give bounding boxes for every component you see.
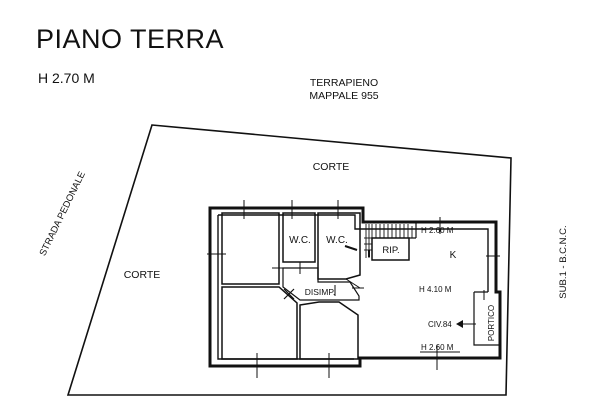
door-swing-wc (344, 245, 370, 257)
label-portico: PORTICO (487, 305, 496, 341)
label-disimp: DISIMP. (305, 287, 336, 297)
lot-boundary (66, 124, 512, 396)
label-height-bottom: H 2.60 M (421, 343, 454, 352)
label-corte-top: CORTE (313, 161, 350, 173)
room-wc-2 (317, 212, 361, 280)
label-height-mid: H 4.10 M (419, 285, 452, 294)
building-outer-wall (208, 206, 502, 368)
entrance-arrow (456, 320, 476, 328)
portico-wall (473, 291, 500, 346)
label-sub: SUB.1 - B.C.N.C. (558, 225, 569, 298)
label-k: K (450, 250, 457, 261)
window-marks (207, 200, 500, 378)
room-top-left (221, 212, 280, 285)
room-disimp (282, 267, 360, 301)
room-bottom-center (299, 301, 359, 360)
room-k-inner (364, 221, 417, 239)
label-strada-pedonale: STRADA PEDONALE (38, 170, 88, 258)
north-neighbor-line2: MAPPALE 955 (309, 90, 379, 102)
label-rip: RIP. (382, 245, 399, 256)
label-wc-1: W.C. (289, 235, 311, 246)
north-neighbor-line1: TERRAPIENO (309, 77, 379, 89)
staircase (364, 224, 413, 258)
page-title: PIANO TERRA (36, 24, 225, 54)
label-civ: CIV.84 (428, 320, 452, 329)
label-corte-left: CORTE (124, 269, 161, 281)
door-cross (283, 288, 295, 300)
label-height-top: H 2.60 M (421, 226, 454, 235)
room-rip (371, 237, 410, 261)
room-bottom-left (221, 286, 298, 360)
floor-height: H 2.70 M (38, 70, 95, 86)
north-neighbor-note: TERRAPIENO MAPPALE 955 (296, 77, 392, 103)
room-wc-1 (282, 212, 316, 263)
label-wc-2: W.C. (326, 235, 348, 246)
